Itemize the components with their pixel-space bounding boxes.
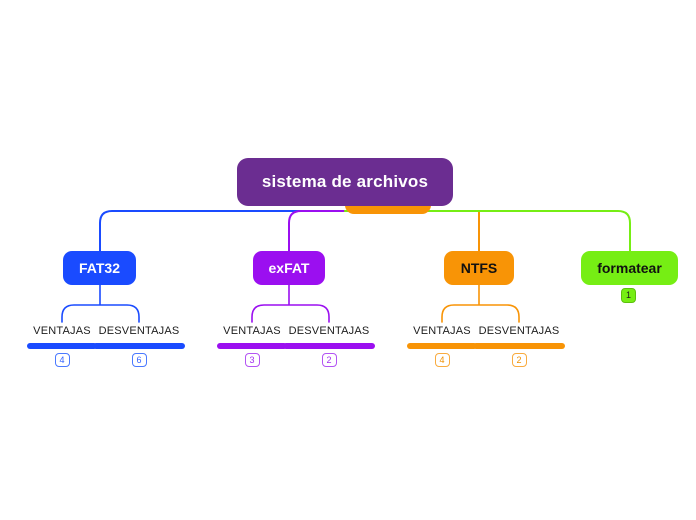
leaf-underline-bar (407, 343, 477, 349)
leaf-fat32-ventajas[interactable]: VENTAJAS 4 (15, 324, 109, 367)
leaf-count-badge[interactable]: 4 (54, 353, 70, 367)
connector-exfat-children (251, 284, 330, 323)
leaf-label: DESVENTAJAS (288, 325, 370, 337)
leaf-underline-bar (217, 343, 287, 349)
leaf-exfat-ventajas[interactable]: VENTAJAS 3 (205, 324, 299, 367)
leaf-count-badge[interactable]: 3 (244, 353, 260, 367)
leaf-label: DESVENTAJAS (478, 325, 560, 337)
leaf-label: DESVENTAJAS (98, 325, 180, 337)
connector-fat32-children (61, 284, 140, 323)
branch-badge-formatear[interactable]: 1 (621, 288, 636, 303)
leaf-underline-bar (283, 343, 375, 349)
leaf-label: VENTAJAS (223, 325, 281, 337)
leaf-label: VENTAJAS (33, 325, 91, 337)
leaf-count-badge[interactable]: 4 (434, 353, 450, 367)
branch-node-formatear[interactable]: formatear (581, 251, 678, 285)
leaf-count-badge[interactable]: 2 (511, 353, 527, 367)
branch-node-label: NTFS (460, 260, 498, 276)
connector-root-exfat (288, 210, 346, 252)
branch-node-fat32[interactable]: FAT32 (63, 251, 136, 285)
leaf-underline-bar (93, 343, 185, 349)
connector-root-formatear (344, 210, 631, 252)
leaf-count-badge[interactable]: 6 (131, 353, 147, 367)
connector-root-ntfs (344, 210, 480, 252)
leaf-exfat-desventajas[interactable]: DESVENTAJAS 2 (271, 324, 387, 367)
leaf-count-badge[interactable]: 2 (321, 353, 337, 367)
leaf-ntfs-desventajas[interactable]: DESVENTAJAS 2 (461, 324, 577, 367)
leaf-fat32-desventajas[interactable]: DESVENTAJAS 6 (81, 324, 197, 367)
branch-node-ntfs[interactable]: NTFS (444, 251, 514, 285)
connector-root-fat32 (99, 210, 346, 252)
branch-node-label: FAT32 (79, 260, 120, 276)
leaf-ntfs-ventajas[interactable]: VENTAJAS 4 (395, 324, 489, 367)
leaf-label: VENTAJAS (413, 325, 471, 337)
branch-node-label: formatear (597, 260, 662, 276)
leaf-underline-bar (27, 343, 97, 349)
root-node-label: sistema de archivos (261, 172, 429, 191)
leaf-underline-bar (473, 343, 565, 349)
root-node-sistema-de-archivos[interactable]: sistema de archivos (237, 158, 453, 206)
branch-node-label: exFAT (268, 260, 310, 276)
branch-node-exfat[interactable]: exFAT (253, 251, 325, 285)
connector-ntfs-children (441, 284, 520, 323)
